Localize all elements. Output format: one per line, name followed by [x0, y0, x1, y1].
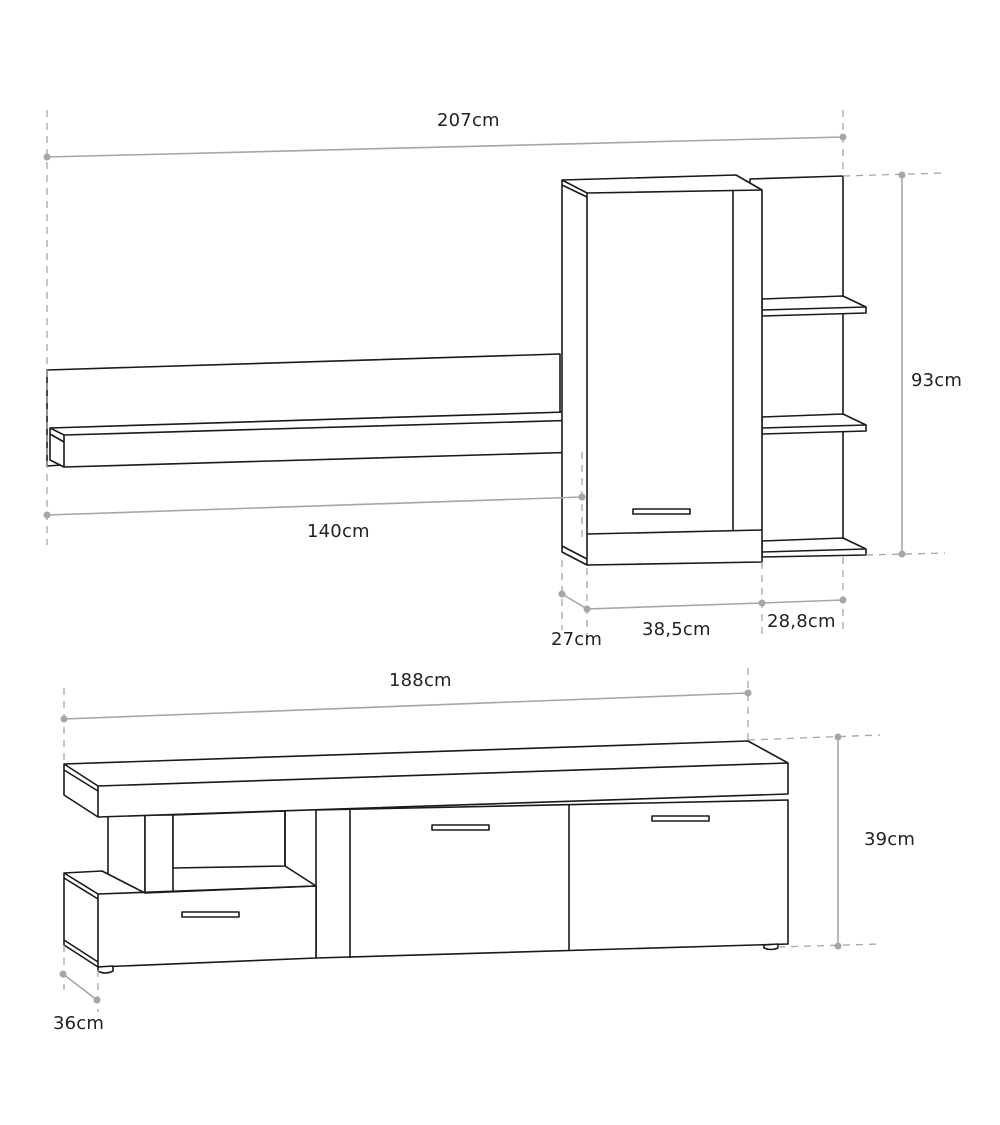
wall-unit-height-label: 93cm — [911, 370, 963, 391]
side-shelf-top — [761, 295, 867, 317]
wall-unit-total-width-label: 207cm — [437, 110, 500, 131]
wall-unit-drawing — [46, 174, 867, 566]
tv-stand-width-label: 188cm — [389, 670, 452, 691]
side-shelving-back — [749, 175, 844, 557]
foot-left — [97, 965, 114, 974]
tv-stand-top — [63, 740, 789, 818]
tv-stand-dimension-lines — [59, 668, 881, 1012]
side-shelf-width-label: 28,8cm — [767, 611, 836, 632]
open-compartment-back — [172, 810, 286, 869]
drawer-block — [63, 870, 317, 968]
tall-cabinet — [561, 174, 763, 566]
tv-stand-height-label: 39cm — [864, 829, 916, 850]
wall-unit-depth-label: 27cm — [551, 629, 603, 650]
tv-stand-depth-label: 36cm — [53, 1013, 105, 1034]
cabinet-width-label: 38,5cm — [642, 619, 711, 640]
tv-stand-body — [315, 799, 789, 959]
wall-unit-shelf-width-label: 140cm — [307, 521, 370, 542]
drawer-handle — [181, 911, 240, 918]
cabinet-door-handle — [632, 508, 691, 515]
side-shelf-middle — [761, 413, 867, 435]
tv-stand-drawing — [63, 740, 789, 974]
door-handle-left — [431, 824, 490, 831]
door-handle-right — [651, 815, 710, 822]
side-shelf-bottom — [761, 537, 867, 558]
wall-unit-dimension-lines — [43, 110, 946, 640]
foot-right — [763, 943, 779, 951]
